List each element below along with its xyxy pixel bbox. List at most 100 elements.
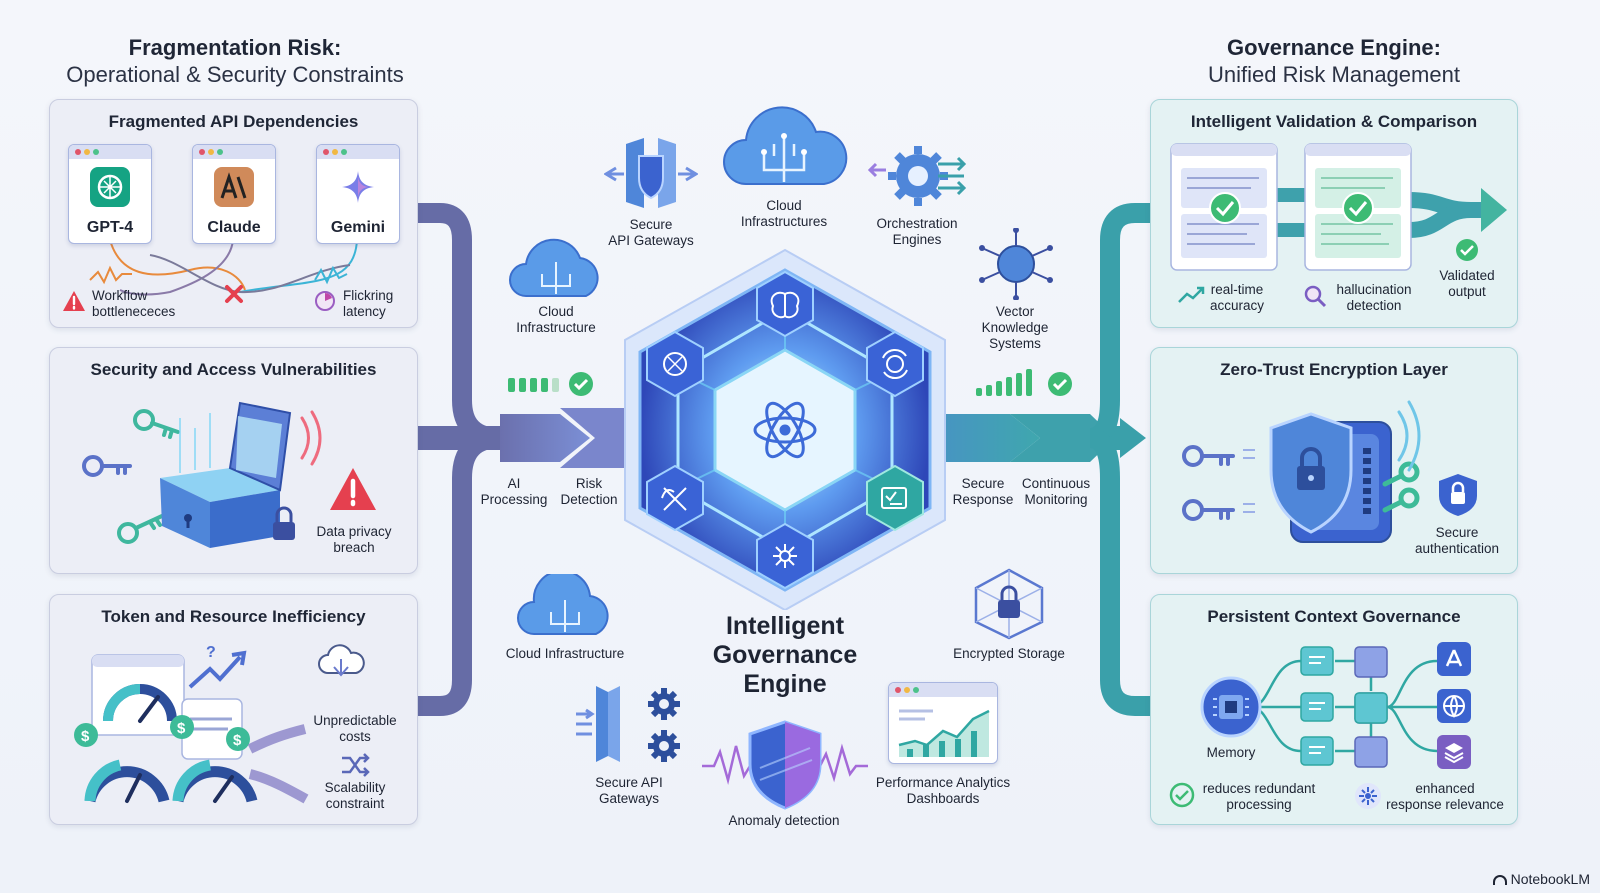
secure-authentication-label: Secure authentication (1414, 525, 1500, 556)
unpredictable-costs-label: Unpredictable costs (313, 713, 397, 744)
validation-panel-title: Intelligent Validation & Comparison (1190, 112, 1478, 131)
signal-strength-left (508, 372, 593, 396)
memory-label: Memory (1206, 745, 1256, 760)
right-header-subtitle: Unified Risk Management (1208, 62, 1460, 87)
secure-response-label: Secure Response (952, 476, 1014, 507)
svg-text:$: $ (233, 732, 242, 749)
brain-node (756, 270, 814, 338)
shuffle-icon (340, 753, 370, 777)
warning-icon (62, 290, 86, 312)
notebooklm-logo-icon (1492, 875, 1507, 885)
hallucination-detection-label: hallucination detection (1336, 282, 1412, 313)
api-dependencies-panel: Fragmented API Dependencies GPT-4 Claude… (49, 99, 418, 328)
risk-detection-label: Risk Detection (560, 476, 618, 507)
left-flow-top (418, 203, 501, 448)
key-icon (133, 409, 180, 439)
alert-icon (328, 466, 378, 512)
resource-gauges-illustration: ? $ $ $ (74, 644, 309, 804)
check-circle-icon (1169, 782, 1195, 808)
analytics-chart-icon (898, 709, 990, 757)
openai-logo-icon (90, 167, 130, 207)
secure-gateway-bottom-icon (576, 686, 680, 762)
orchestration-label: Orchestration Engines (876, 216, 958, 247)
left-header-subtitle: Operational & Security Constraints (66, 62, 404, 87)
notebooklm-watermark: NotebookLM (1492, 871, 1590, 887)
cloud-top-icon (723, 106, 848, 185)
app-store-icon (1437, 642, 1471, 676)
context-governance-panel: Persistent Context Governance Memory red… (1150, 594, 1518, 825)
context-flow-illustration (1200, 646, 1438, 768)
realtime-accuracy-label: real-time accuracy (1209, 282, 1265, 313)
layers-icon (1437, 735, 1471, 769)
zero-trust-panel-title: Zero-Trust Encryption Layer (1220, 360, 1448, 379)
validation-illustration (1170, 143, 1507, 271)
encrypted-storage-label: Encrypted Storage (953, 646, 1065, 661)
anomaly-label: Anomaly detection (728, 813, 840, 828)
secure-gateway-bottom-label: Secure API Gateways (595, 775, 663, 806)
cloud-bottom-icon (517, 574, 609, 635)
ai-processing-label: AI Processing (480, 476, 548, 507)
flickering-latency-label: Flickring latency (343, 288, 394, 319)
broken-connection-icon (223, 283, 245, 305)
security-vulnerabilities-panel: Security and Access Vulnerabilities (49, 347, 418, 574)
atom-icon (753, 401, 817, 459)
token-inefficiency-panel: Token and Resource Inefficiency ? $ $ $ … (49, 594, 418, 825)
secure-gateway-top-icon (604, 138, 698, 208)
claude-window: Claude (192, 144, 276, 244)
svg-text:?: ? (206, 644, 216, 661)
settings-cycle-node (866, 330, 924, 398)
analytics-label: Performance Analytics Dashboards (875, 775, 1011, 806)
cloud-bottom-label: Cloud Infrastructure (505, 646, 625, 661)
anthropic-logo-icon (214, 167, 254, 207)
zero-trust-panel: Zero-Trust Encryption Layer Secure authe… (1150, 347, 1518, 574)
data-privacy-breach-label: Data privacy breach (316, 524, 392, 555)
svg-text:$: $ (81, 728, 90, 745)
claude-label: Claude (207, 219, 261, 236)
vector-label: Vector Knowledge Systems (981, 304, 1049, 351)
left-header-title: Fragmentation Risk: (128, 35, 342, 60)
validation-panel: Intelligent Validation & Comparison real… (1150, 99, 1518, 328)
open-vault-illustration (82, 401, 322, 548)
encryption-vault-illustration (1182, 400, 1421, 543)
anomaly-shield-icon (702, 720, 868, 810)
left-chevron-1 (500, 414, 590, 462)
gemini-label: Gemini (330, 219, 386, 236)
svg-text:$: $ (177, 720, 186, 737)
checklist-node (866, 464, 924, 532)
engine-title: Intelligent Governance Engine (712, 612, 858, 698)
context-panel-title: Persistent Context Governance (1207, 607, 1461, 626)
gemini-window: Gemini (316, 144, 400, 244)
cloud-top-label: Cloud Infrastructures (740, 198, 828, 229)
scalability-constraint-label: Scalability constraint (324, 780, 386, 811)
network-node (756, 522, 814, 590)
globe-icon (1437, 689, 1471, 723)
right-chevron-2 (1010, 414, 1115, 462)
governance-engine-core (624, 248, 946, 610)
validated-output-label: Validated output (1439, 268, 1495, 299)
gemini-logo-icon (338, 167, 378, 207)
left-column-header: Fragmentation Risk: Operational & Securi… (40, 34, 430, 88)
trend-up-icon (1177, 286, 1205, 304)
magnifier-icon (1303, 284, 1327, 308)
orchestration-gear-icon (868, 146, 967, 206)
workflow-bottlenecks-label: Workflow bottleneceсes (92, 288, 176, 319)
cloud-left-label: Cloud Infrastructure (516, 304, 596, 335)
token-panel-title: Token and Resource Inefficiency (101, 607, 366, 626)
cloud-left-icon (509, 238, 599, 297)
right-header-title: Governance Engine: (1227, 35, 1441, 60)
continuous-monitoring-label: Continuous Monitoring (1021, 476, 1091, 507)
openai-node (646, 330, 704, 398)
secure-gateway-top-label: Secure API Gateways (608, 217, 694, 248)
api-connection-lines (89, 239, 358, 296)
right-flow-top (1088, 203, 1152, 448)
latency-gauge-icon (314, 290, 336, 312)
analytics-window (888, 682, 998, 764)
vector-network-icon (979, 228, 1053, 300)
secure-shield-icon (1437, 472, 1479, 518)
sparkle-network-icon (1355, 783, 1381, 809)
gpt4-window: GPT-4 (68, 144, 152, 244)
gpt4-label: GPT-4 (86, 219, 134, 236)
api-panel-title: Fragmented API Dependencies (108, 112, 359, 131)
tools-node (646, 464, 704, 532)
cost-cloud-icon (316, 643, 366, 681)
